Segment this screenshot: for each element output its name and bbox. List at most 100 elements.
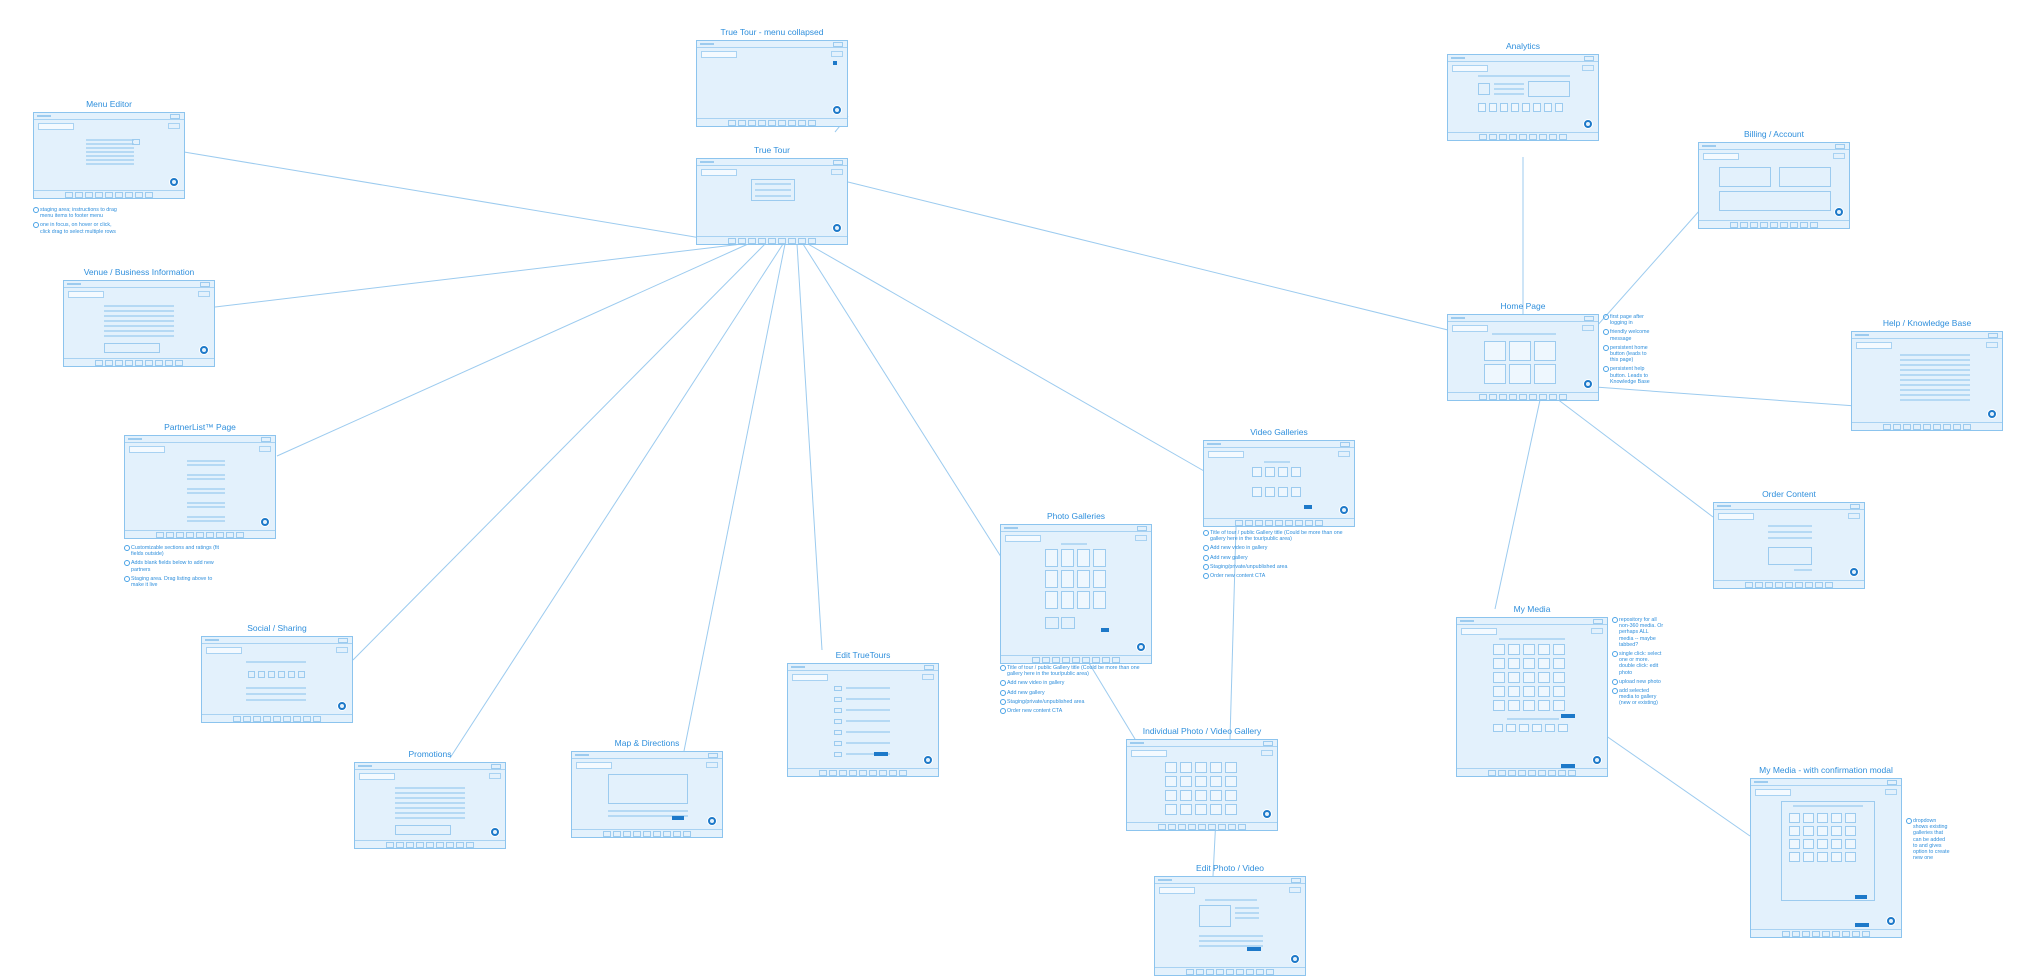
footer-menu-item[interactable] <box>1168 824 1176 830</box>
footer-menu-item[interactable] <box>1538 770 1546 776</box>
help-button-icon[interactable] <box>832 105 842 115</box>
footer-menu-item[interactable] <box>1489 394 1497 400</box>
footer-menu-item[interactable] <box>1923 424 1931 430</box>
footer-menu-item[interactable] <box>196 532 204 538</box>
footer-menu-item[interactable] <box>1810 222 1818 228</box>
status-dot[interactable] <box>833 61 837 65</box>
footer-menu-item[interactable] <box>1499 134 1507 140</box>
footer-menu-item[interactable] <box>1558 770 1566 776</box>
footer-menu-item[interactable] <box>798 120 806 126</box>
footer-menu-item[interactable] <box>1933 424 1941 430</box>
footer-menu-item[interactable] <box>1785 582 1793 588</box>
footer-menu-item[interactable] <box>1792 931 1800 937</box>
footer-menu-item[interactable] <box>1559 134 1567 140</box>
footer-menu-item[interactable] <box>416 842 424 848</box>
footer-menu-item[interactable] <box>829 770 837 776</box>
footer-menu-item[interactable] <box>1255 520 1263 526</box>
footer-menu-item[interactable] <box>1862 931 1870 937</box>
footer-menu-item[interactable] <box>1745 582 1753 588</box>
footer-menu-item[interactable] <box>1963 424 1971 430</box>
footer-menu-item[interactable] <box>1236 969 1244 975</box>
footer-menu-item[interactable] <box>1795 582 1803 588</box>
save-button[interactable] <box>1247 947 1261 951</box>
footer-menu-item[interactable] <box>236 532 244 538</box>
help-button-icon[interactable] <box>1592 755 1602 765</box>
footer-menu-item[interactable] <box>728 238 736 244</box>
footer-menu-item[interactable] <box>175 360 183 366</box>
help-button-icon[interactable] <box>707 816 717 826</box>
footer-menu-item[interactable] <box>1832 931 1840 937</box>
footer-menu-item[interactable] <box>303 716 311 722</box>
footer-menu-item[interactable] <box>778 120 786 126</box>
help-button-icon[interactable] <box>1987 409 1997 419</box>
footer-menu-item[interactable] <box>1112 657 1120 663</box>
footer-menu-item[interactable] <box>768 120 776 126</box>
footer-menu-item[interactable] <box>1825 582 1833 588</box>
footer-menu-item[interactable] <box>728 120 736 126</box>
footer-menu-item[interactable] <box>1953 424 1961 430</box>
footer-menu-item[interactable] <box>738 120 746 126</box>
footer-menu-item[interactable] <box>663 831 671 837</box>
footer-menu-item[interactable] <box>135 360 143 366</box>
help-button-icon[interactable] <box>1136 642 1146 652</box>
footer-menu-item[interactable] <box>1275 520 1283 526</box>
footer-menu-item[interactable] <box>115 360 123 366</box>
footer-menu-item[interactable] <box>313 716 321 722</box>
footer-menu-item[interactable] <box>1042 657 1050 663</box>
footer-menu-item[interactable] <box>1305 520 1313 526</box>
footer-menu-item[interactable] <box>1790 222 1798 228</box>
footer-menu-item[interactable] <box>466 842 474 848</box>
footer-menu-item[interactable] <box>1815 582 1823 588</box>
add-to-gallery-button[interactable] <box>1561 714 1575 718</box>
help-button-icon[interactable] <box>337 701 347 711</box>
footer-menu-item[interactable] <box>798 238 806 244</box>
footer-menu-item[interactable] <box>65 192 73 198</box>
footer-menu-item[interactable] <box>788 120 796 126</box>
footer-menu-item[interactable] <box>1226 969 1234 975</box>
footer-menu-item[interactable] <box>1479 394 1487 400</box>
help-button-icon[interactable] <box>490 827 500 837</box>
footer-menu-item[interactable] <box>145 360 153 366</box>
footer-menu-item[interactable] <box>1893 424 1901 430</box>
footer-menu-item[interactable] <box>1246 969 1254 975</box>
footer-menu-item[interactable] <box>1062 657 1070 663</box>
footer-menu-item[interactable] <box>145 192 153 198</box>
footer-menu-item[interactable] <box>849 770 857 776</box>
footer-menu-item[interactable] <box>426 842 434 848</box>
footer-menu-item[interactable] <box>1218 824 1226 830</box>
footer-menu-item[interactable] <box>748 120 756 126</box>
footer-menu-item[interactable] <box>1755 582 1763 588</box>
footer-menu-item[interactable] <box>1052 657 1060 663</box>
footer-menu-item[interactable] <box>1943 424 1951 430</box>
footer-menu-item[interactable] <box>95 192 103 198</box>
footer-menu-item[interactable] <box>1539 134 1547 140</box>
footer-menu-item[interactable] <box>1266 969 1274 975</box>
footer-menu-item[interactable] <box>1208 824 1216 830</box>
footer-menu-item[interactable] <box>899 770 907 776</box>
footer-menu-item[interactable] <box>1805 582 1813 588</box>
footer-menu-item[interactable] <box>839 770 847 776</box>
help-button-icon[interactable] <box>260 517 270 527</box>
footer-menu-item[interactable] <box>1802 931 1810 937</box>
footer-menu-item[interactable] <box>1216 969 1224 975</box>
footer-menu-item[interactable] <box>1800 222 1808 228</box>
footer-menu-item[interactable] <box>1539 394 1547 400</box>
footer-menu-item[interactable] <box>623 831 631 837</box>
footer-menu-item[interactable] <box>1559 394 1567 400</box>
footer-menu-item[interactable] <box>396 842 404 848</box>
footer-menu-item[interactable] <box>406 842 414 848</box>
order-content-button[interactable] <box>1304 505 1312 509</box>
footer-menu-item[interactable] <box>1913 424 1921 430</box>
footer-menu-item[interactable] <box>1529 134 1537 140</box>
footer-menu-item[interactable] <box>819 770 827 776</box>
footer-menu-item[interactable] <box>673 831 681 837</box>
footer-menu-item[interactable] <box>1072 657 1080 663</box>
footer-menu-item[interactable] <box>186 532 194 538</box>
footer-menu-item[interactable] <box>1265 520 1273 526</box>
footer-menu-item[interactable] <box>283 716 291 722</box>
help-button-icon[interactable] <box>832 223 842 233</box>
footer-menu-item[interactable] <box>1295 520 1303 526</box>
footer-menu-item[interactable] <box>1549 134 1557 140</box>
footer-menu-item[interactable] <box>105 192 113 198</box>
footer-menu-item[interactable] <box>1568 770 1576 776</box>
